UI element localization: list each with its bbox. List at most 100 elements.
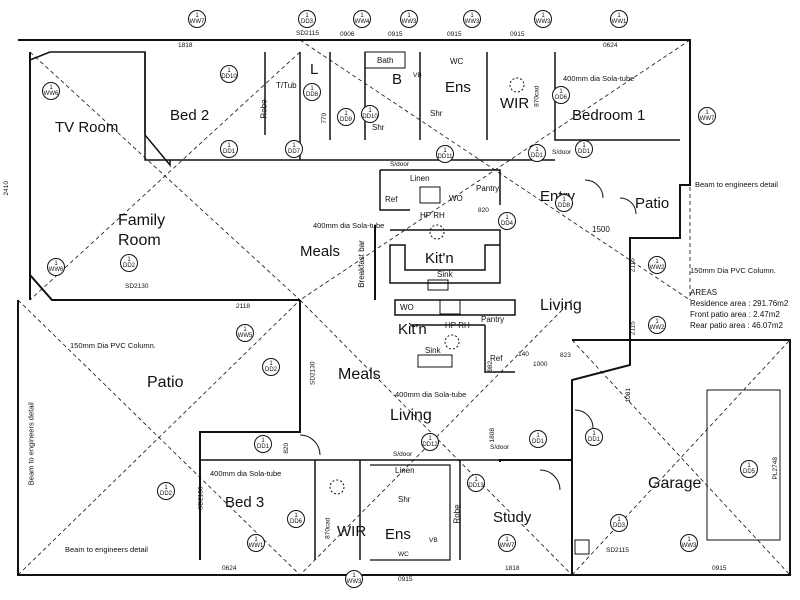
- areas-front-patio: Front patio area : 2.47m2: [690, 310, 780, 319]
- dim: 2118: [236, 303, 250, 310]
- dim: 2410: [2, 181, 10, 196]
- dim: PL2748: [771, 457, 779, 480]
- label-wo-upper: WO: [449, 194, 463, 203]
- bath-fixture: [364, 51, 406, 69]
- note-beam-bottom: Beam to engineers detail: [65, 545, 148, 554]
- dim: 0624: [222, 565, 237, 572]
- label-wc-lower: WC: [398, 551, 409, 558]
- dim: SD2130: [309, 361, 317, 386]
- areas-title: AREAS: [690, 288, 718, 297]
- sink-upper: [427, 279, 449, 291]
- dim: 0906: [340, 31, 355, 38]
- label-breakfast-bar: Breakfast bar: [356, 240, 366, 288]
- label-sdoor-upper: S/door: [390, 161, 410, 168]
- label-robe-upper: Robe: [259, 99, 269, 119]
- label-bed2: Bed 2: [170, 107, 210, 124]
- dim: 0915: [388, 31, 403, 38]
- upper-internal: [264, 52, 680, 160]
- lower-kitchen: [394, 299, 516, 373]
- label-linen-lower: Linen: [395, 466, 415, 475]
- dim: 1808: [488, 428, 496, 443]
- label-sink-upper: Sink: [437, 270, 453, 279]
- areas-block: AREAS Residence area : 291.76m2 Front pa…: [690, 287, 788, 331]
- dim: 0915: [712, 565, 727, 572]
- label-pantry-lower: Pantry: [481, 315, 505, 324]
- corridor: [300, 159, 555, 211]
- label-garage: Garage: [648, 475, 702, 492]
- label-sdoor-ll: S/door: [490, 444, 510, 451]
- dim: 820: [283, 442, 291, 454]
- label-kitchen-upper: Kit'n: [425, 250, 454, 267]
- hob-lower: [439, 299, 461, 315]
- dim: 0915: [447, 31, 462, 38]
- dim: 140: [518, 351, 529, 358]
- label-shr-lower: Shr: [398, 495, 411, 504]
- label-wc-upper: WC: [450, 57, 464, 66]
- label-bath: Bath: [377, 56, 394, 65]
- label-pantry-upper: Pantry: [476, 184, 500, 193]
- label-meals-upper: Meals: [300, 243, 341, 260]
- dim: 1818: [178, 42, 193, 49]
- tv-room-outline: [29, 51, 171, 168]
- label-tv-room: TV Room: [55, 119, 119, 136]
- label-bedroom1: Bedroom 1: [572, 107, 646, 124]
- label-family-1: Family: [118, 212, 166, 229]
- dim: 0624: [603, 42, 618, 49]
- label-vb-upper: VB: [413, 72, 422, 79]
- dim: 870cad: [324, 517, 332, 539]
- dim: 823: [560, 352, 571, 359]
- wc-fixture: [574, 539, 590, 555]
- note-sola-tube-4: 400mm dia Sola-tube: [210, 469, 282, 478]
- label-ens-lower: Ens: [385, 526, 411, 543]
- note-beam-left-vertical: Beam to engineers detail: [26, 402, 36, 486]
- areas-residence: Residence area : 291.76m2: [690, 299, 789, 308]
- label-hprh-upper: HP RH: [420, 211, 445, 220]
- label-patio-left: Patio: [147, 374, 184, 391]
- kitchen-bench-upper: [389, 229, 501, 284]
- dim: 770: [321, 112, 329, 124]
- label-wir-upper: WIR: [500, 95, 530, 112]
- label-kitchen-lower: Kit'n: [398, 321, 427, 338]
- label-vb-lower: VB: [429, 537, 438, 544]
- label-wo-lower: WO: [400, 303, 414, 312]
- note-pvc-left: 150mm Dia PVC Column.: [70, 341, 156, 350]
- label-ens-upper: Ens: [445, 79, 471, 96]
- note-sola-tube-3: 400mm dia Sola-tube: [395, 390, 467, 399]
- family-bay: [29, 274, 300, 301]
- dim: 1081: [624, 388, 632, 403]
- label-l: L: [310, 61, 319, 78]
- label-wir-lower: WIR: [337, 523, 367, 540]
- label-sdoor-left: S/door: [552, 149, 572, 156]
- label-family-2: Room: [118, 232, 161, 249]
- dim: 1500: [592, 225, 610, 234]
- patio-wall: [199, 300, 301, 560]
- dim: 1818: [505, 565, 520, 572]
